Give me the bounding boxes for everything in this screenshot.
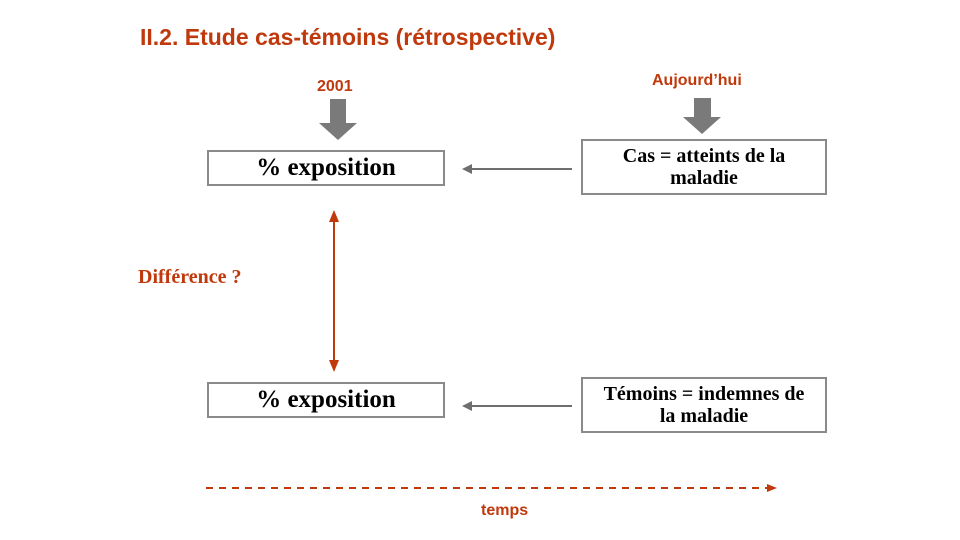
time-axis-label: temps — [481, 502, 529, 519]
arrow-controls-to-exposure — [462, 401, 572, 411]
difference-label: Différence ? — [138, 266, 242, 288]
timepoint-past-label: 2001 — [317, 78, 353, 95]
cases-box-text: Cas = atteints de la maladie — [622, 145, 786, 189]
cases-box: Cas = atteints de la maladie — [581, 139, 827, 195]
exposure-box-controls: % exposition — [207, 382, 445, 418]
exposure-box-cases-text: % exposition — [256, 154, 396, 181]
exposure-box-cases: % exposition — [207, 150, 445, 186]
arrow-cases-to-exposure — [462, 164, 572, 174]
controls-box: Témoins = indemnes de la maladie — [581, 377, 827, 433]
timepoint-present-label: Aujourd’hui — [652, 72, 742, 89]
slide-title: II.2. Etude cas-témoins (rétrospective) — [140, 24, 556, 50]
exposure-box-controls-text: % exposition — [256, 386, 396, 413]
down-arrow-2001-icon — [319, 99, 357, 140]
controls-box-text: Témoins = indemnes de la maladie — [603, 383, 805, 427]
down-arrow-today-icon — [683, 98, 721, 134]
time-axis-arrow — [206, 484, 777, 492]
comparison-double-arrow — [329, 210, 339, 372]
